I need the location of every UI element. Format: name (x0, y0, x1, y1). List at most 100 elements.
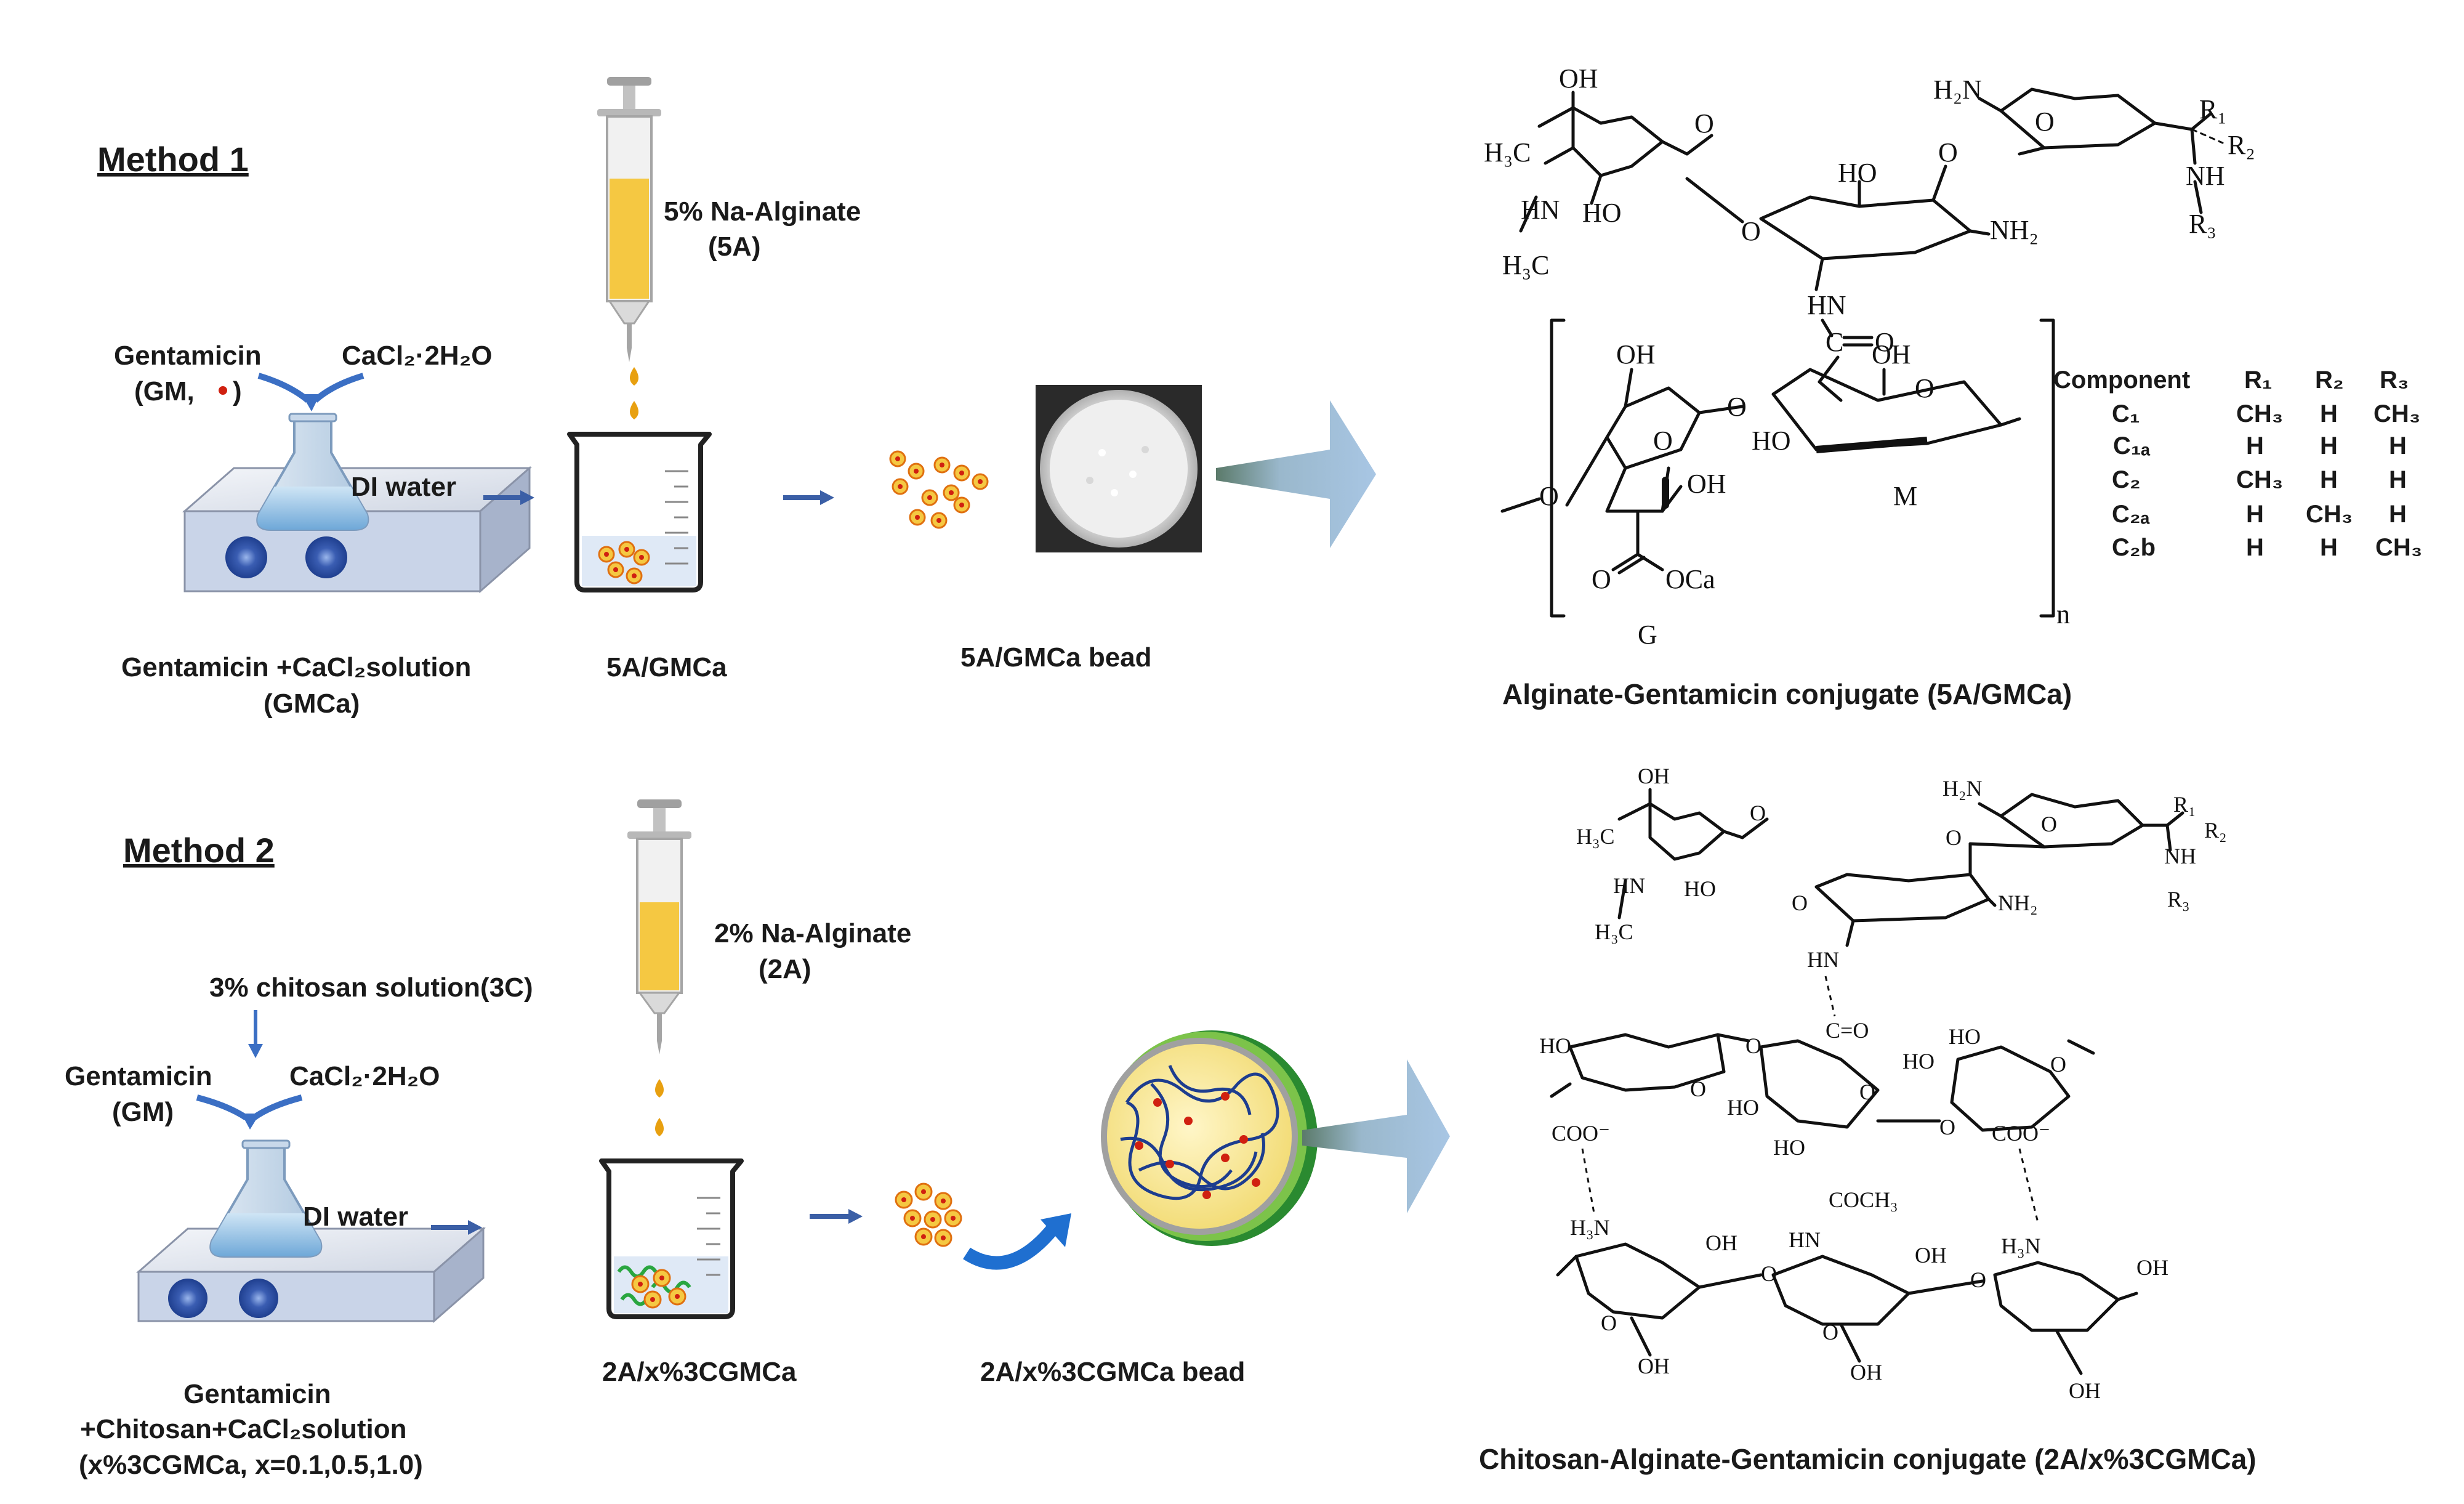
s2-O-1: O (1690, 1077, 1706, 1101)
s1-OH-b: OH (1616, 339, 1656, 370)
drop-icon (655, 1118, 664, 1136)
table-cell: C₁ₐ (2113, 432, 2151, 459)
s1-O-c: O (2035, 107, 2055, 137)
s1-O-left: O (1539, 481, 1559, 511)
s2-O-5: O (2050, 1052, 2066, 1077)
s1-HN-a: HN (1521, 195, 1560, 225)
s2-HO-4: HO (1949, 1024, 1981, 1049)
method2-gm-label: (GM) (112, 1097, 174, 1127)
s1-O-carb: O (1592, 564, 1611, 594)
s2-HO-1: HO (1539, 1033, 1571, 1058)
table-cell: C₂ (2112, 466, 2141, 493)
table-cell: CH₃ (2373, 400, 2420, 427)
s2-HO-5: HO (1902, 1049, 1935, 1073)
method2-di-water-label: DI water (303, 1202, 408, 1232)
s2-O-3: O (1859, 1080, 1875, 1104)
s1-OCa: OCa (1665, 564, 1715, 594)
s1-O-ring: O (1915, 373, 1935, 403)
s2-COO-1: COO⁻ (1552, 1121, 1610, 1146)
method2-syringe-label-2: (2A) (759, 954, 811, 984)
s2-OH-4: OH (1638, 1354, 1670, 1378)
table-cell: H (2246, 534, 2264, 561)
s1-C-eq-O: C (1826, 327, 1843, 357)
method1-gentamicin-label: Gentamicin (114, 341, 262, 371)
s2-HO-2: HO (1727, 1095, 1759, 1120)
s2-H3N-2: H₃N (2001, 1234, 2041, 1258)
s2-O-d: O (1946, 825, 1962, 850)
beaker-icon (567, 432, 712, 592)
s1-R2: R₂ (2228, 130, 2255, 160)
s1-NH: NH (2186, 161, 2225, 191)
method2-solution-label-2: +Chitosan+CaCl₂solution (80, 1414, 407, 1444)
s1-H3C-b: H₃C (1502, 250, 1549, 280)
curved-arrow-icon (963, 1224, 1058, 1270)
table-cell: H (2246, 432, 2264, 459)
s2-HN-c: HN (1789, 1227, 1821, 1252)
method2-solution-label-1: Gentamicin (183, 1379, 331, 1409)
method1-gm-label-close: ) (233, 376, 242, 406)
s1-H2N-a: H₂N (1933, 75, 1982, 105)
flask-icon (209, 1139, 323, 1258)
s2-OH-5: OH (1850, 1360, 1882, 1385)
s2-COO-2: COO⁻ (1992, 1121, 2050, 1146)
method2-gentamicin-label: Gentamicin (65, 1061, 212, 1091)
bead-crosssection-icon (1101, 1030, 1318, 1246)
s2-COCH3: COCH₃ (1829, 1187, 1898, 1212)
table-cell: CH₃ (2236, 466, 2283, 493)
bead-photo-icon (1036, 385, 1202, 552)
s2-OH-2: OH (1915, 1243, 1947, 1267)
method1-section: Method 1 Gentamicin (GM, ) CaCl₂·2H₂O DI… (97, 63, 2422, 719)
s1-R1: R₁ (2199, 94, 2227, 124)
s1-OH-a: OH (1559, 63, 1598, 94)
table-cell: C₂ₐ (2112, 501, 2150, 528)
arrow-icon (783, 490, 834, 505)
arrow-icon (431, 1220, 482, 1235)
s2-HO-3: HO (1773, 1135, 1805, 1160)
s1-OH-c: OH (1687, 469, 1726, 499)
arrow-icon (810, 1209, 863, 1224)
table-header-r2: R₂ (2315, 366, 2344, 394)
bead-cluster-icon (895, 1183, 962, 1247)
method1-beaker-label: 5A/GMCa (606, 652, 727, 682)
s2-OH-6: OH (2069, 1378, 2101, 1403)
s1-NH2-a: NH₂ (1990, 215, 2039, 245)
syringe-icon (597, 77, 661, 362)
s1-O-b: O (1741, 216, 1761, 246)
method1-title: Method 1 (97, 140, 249, 179)
s1-G: G (1638, 620, 1657, 650)
curved-arrow-icon (196, 1094, 248, 1121)
table-cell: H (2389, 466, 2407, 493)
big-arrow-icon (1216, 400, 1376, 548)
method2-section: Method 2 3% chitosan solution(3C) Gentam… (65, 764, 2257, 1480)
table-cell: H (2320, 400, 2338, 427)
method1-solution-label-2: (GMCa) (264, 689, 360, 719)
method1-syringe-label-1: 5% Na-Alginate (664, 196, 861, 227)
s1-R3: R₃ (2189, 209, 2216, 239)
method1-conjugate-label: Alginate-Gentamicin conjugate (5A/GMCa) (1502, 678, 2072, 710)
method1-gm-label-open: (GM, (134, 376, 195, 406)
s2-R1: R₁ (2173, 792, 2196, 817)
drop-icon (655, 1079, 664, 1098)
table-cell: CH₃ (2306, 501, 2353, 528)
s1-HO-c: HO (1752, 426, 1791, 456)
method1-cacl2-label: CaCl₂·2H₂O (342, 341, 492, 371)
beaker-icon (599, 1158, 744, 1319)
s2-HN-b: HN (1807, 947, 1839, 972)
s2-R2: R₂ (2204, 818, 2227, 843)
s2-O-8: O (1822, 1320, 1838, 1344)
s1-HN-b: HN (1807, 290, 1846, 320)
method1-bead-label: 5A/GMCa bead (960, 642, 1152, 673)
method1-syringe-label-2: (5A) (708, 232, 761, 262)
s2-H3C-a: H₃C (1576, 824, 1615, 849)
s1-O-d: O (1938, 137, 1958, 168)
table-cell: H (2389, 501, 2407, 528)
curved-arrow-icon (252, 1094, 303, 1121)
s1-O-g: O (1727, 392, 1747, 422)
s2-O-6: O (1601, 1311, 1617, 1335)
table-cell: H (2320, 466, 2338, 493)
s2-O-2: O (1745, 1033, 1761, 1058)
s2-O-b: O (1792, 891, 1808, 915)
alginate-gentamicin-structure: OH O H₃C HN HO H₃C O HO NH₂ H₂N (1484, 63, 2255, 650)
s2-OH-a: OH (1638, 764, 1670, 788)
